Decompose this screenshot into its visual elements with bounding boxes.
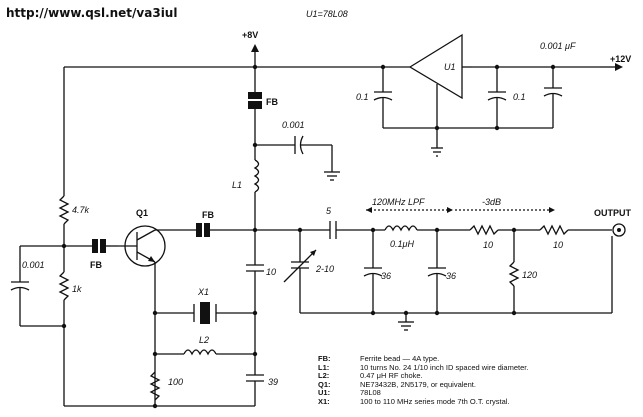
cap-36a-label: 36 <box>381 271 391 281</box>
legend-row-x1: X1: 100 to 110 MHz series mode 7th O.T. … <box>318 396 528 407</box>
parts-legend: FB: Ferrite bead — 4A type. L1: 10 turns… <box>318 354 529 407</box>
plus12v-label: +12V <box>610 54 631 64</box>
legend-row-u1: U1: 78L08 <box>318 389 528 398</box>
cap-out-label: 0.1 <box>513 92 526 102</box>
fb-top-label: FB <box>266 97 278 107</box>
legend-value: 78L08 <box>360 388 381 398</box>
r-10a-label: 10 <box>483 240 493 250</box>
atten-label: -3dB <box>482 197 501 207</box>
signal-path: FB 5 0.1μH 10 10 OUTPUT <box>155 206 632 250</box>
l1-label: L1 <box>232 180 242 190</box>
r-10b-label: 10 <box>553 240 563 250</box>
fb-left-label: FB <box>90 260 102 270</box>
section-marks: 120MHz LPF -3dB <box>366 197 555 213</box>
l2-label: L2 <box>199 335 209 345</box>
vcc-branch: FB 0.001 L1 +8V <box>232 30 340 230</box>
shunt-components: 10 2-10 36 36 120 <box>246 230 613 331</box>
legend-key: X1: <box>318 396 330 406</box>
legend-key: L1: <box>318 362 330 372</box>
legend-row-fb: FB: Ferrite bead — 4A type. <box>318 354 528 364</box>
legend-key: FB: <box>318 354 331 363</box>
legend-key: U1: <box>318 388 331 398</box>
legend-value: Ferrite bead — 4A type. <box>360 354 440 363</box>
output-label: OUTPUT <box>594 208 632 218</box>
legend-value: 100 to 110 MHz series mode 7th O.T. crys… <box>360 396 510 406</box>
cap-trim-label: 2-10 <box>315 264 334 274</box>
q1-label: Q1 <box>136 208 148 218</box>
legend-row-l1: L1: 10 turns No. 24 1/10 inch ID spaced … <box>318 362 529 373</box>
legend-key: L2: <box>318 371 330 381</box>
cap-5-label: 5 <box>326 206 332 216</box>
cap-12v-label: 0.001 μF <box>540 41 576 51</box>
legend-row-q1: Q1: NE73432B, 2N5179, or equivalent. <box>318 379 528 390</box>
cap-39-label: 39 <box>268 377 278 387</box>
q1-transistor: Q1 <box>118 208 166 406</box>
legend-key: Q1: <box>318 379 331 389</box>
plus8v-label: +8V <box>242 30 258 40</box>
legend-value: 0.47 μH RF choke. <box>360 371 423 381</box>
cap-10-label: 10 <box>266 267 276 277</box>
r-1k-label: 1k <box>72 284 82 294</box>
fb-mid-label: FB <box>202 210 214 220</box>
l-01-label: 0.1μH <box>390 239 414 249</box>
u1-note: U1=78L08 <box>306 9 348 19</box>
bias-network: 4.7k FB 0.001 1k <box>10 67 255 407</box>
cap-bypass-label: 0.001 <box>282 120 305 130</box>
legend-row-l2: L2: 0.47 μH RF choke. <box>318 372 528 381</box>
source-url[interactable]: http://www.qsl.net/va3iul <box>6 6 178 20</box>
cap-in-label: 0.1 <box>356 92 369 102</box>
cap-36b-label: 36 <box>446 271 456 281</box>
lpf-label: 120MHz LPF <box>372 197 425 207</box>
legend-value: 10 turns No. 24 1/10 inch ID spaced wire… <box>360 362 529 372</box>
cap-left-label: 0.001 <box>22 260 45 270</box>
regulator-caps: 0.1 0.1 0.001 μF <box>356 41 576 131</box>
r-47k-label: 4.7k <box>72 205 90 215</box>
emitter-network: X1 L2 100 39 <box>149 287 278 409</box>
r-120-label: 120 <box>522 270 537 280</box>
u1-regulator: U1 <box>408 33 472 157</box>
r-100-label: 100 <box>168 377 183 387</box>
u1-label: U1 <box>444 62 456 72</box>
supply-rail <box>64 63 623 71</box>
legend-value: NE73432B, 2N5179, or equivalent. <box>360 379 476 389</box>
x1-label: X1 <box>197 287 209 297</box>
